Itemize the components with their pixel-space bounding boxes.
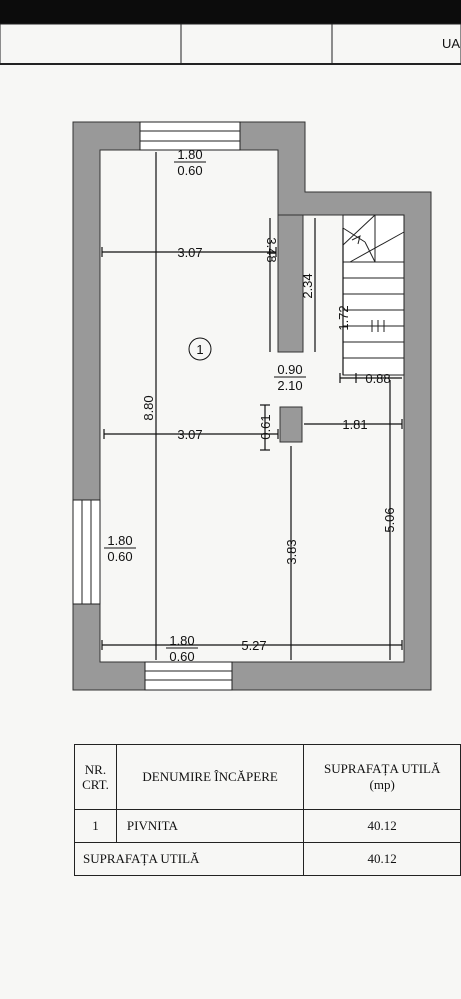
height-right: 5.06 <box>382 507 397 532</box>
window-left <box>72 499 101 605</box>
row-name: PIVNITA <box>115 809 305 843</box>
staircase <box>342 214 405 376</box>
total-label: SUPRAFAȚA UTILĂ <box>73 842 305 876</box>
header-cells: UA <box>0 23 461 65</box>
height-niche: 2.34 <box>300 273 315 298</box>
area-table: NR. CRT. DENUMIRE ÎNCĂPERE SUPRAFAȚA UTI… <box>73 744 461 876</box>
height-total: 8.80 <box>141 395 156 420</box>
window-top-width: 1.80 <box>177 147 202 162</box>
window-top-height: 0.60 <box>177 163 202 178</box>
room-marker: 1 <box>188 337 212 361</box>
header-cell-text: UA <box>442 36 460 51</box>
header-nr: NR. CRT. <box>74 744 117 810</box>
width-right: 1.81 <box>342 417 367 432</box>
window-left-height: 0.60 <box>107 549 132 564</box>
table-row: 1 PIVNITA 40.12 <box>74 809 461 843</box>
height-stair: 1.72 <box>336 305 351 330</box>
header-area-text: SUPRAFAȚA UTILĂ <box>323 761 441 776</box>
column-depth: 0.61 <box>258 414 273 439</box>
height-lower: 3.83 <box>284 539 299 564</box>
door-width: 0.90 <box>277 362 302 377</box>
header-crt-text: CRT. <box>82 777 109 792</box>
header-unit-text: (mp) <box>369 777 395 792</box>
width-mid: 3.07 <box>177 427 202 442</box>
header-name: DENUMIRE ÎNCĂPERE <box>115 744 305 810</box>
floor-plan: UA <box>0 23 461 691</box>
window-top <box>139 121 241 151</box>
door-height: 2.10 <box>277 378 302 393</box>
table-total-row: SUPRAFAȚA UTILĂ 40.12 <box>73 842 461 876</box>
table-header-row: NR. CRT. DENUMIRE ÎNCĂPERE SUPRAFAȚA UTI… <box>74 744 461 810</box>
width-top: 3.07 <box>177 245 202 260</box>
room-number: 1 <box>196 342 203 357</box>
dimension-labels: 1.80 0.60 3.07 3.07 1.81 5.27 0.88 0.90 … <box>104 147 397 664</box>
total-value: 40.12 <box>303 842 461 876</box>
window-left-width: 1.80 <box>107 533 132 548</box>
window-bottom-width: 1.80 <box>169 633 194 648</box>
height-wall-segment: 3.48 <box>264 237 279 262</box>
stair-width: 0.88 <box>365 371 390 386</box>
header-band <box>0 0 461 24</box>
walls <box>72 121 432 691</box>
dimension-lines <box>101 152 403 660</box>
header-area: SUPRAFAȚA UTILĂ (mp) <box>303 744 461 810</box>
window-bottom <box>144 661 233 691</box>
row-area: 40.12 <box>303 809 461 843</box>
window-bottom-height: 0.60 <box>169 649 194 664</box>
header-nr-text: NR. <box>84 762 107 777</box>
row-nr: 1 <box>74 809 117 843</box>
width-total: 5.27 <box>241 638 266 653</box>
